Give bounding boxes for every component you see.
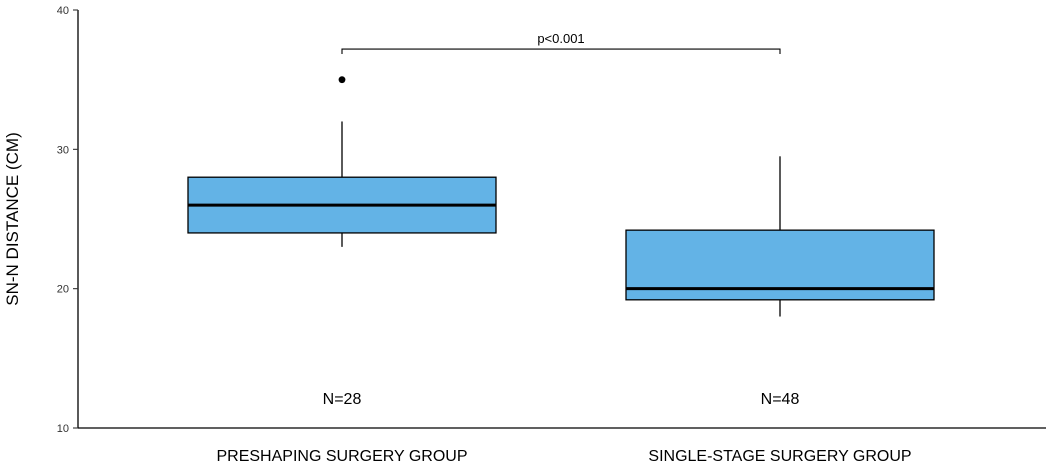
p-value-label: p<0.001 (537, 31, 584, 46)
y-tick-label: 10 (57, 423, 69, 435)
x-category-label: PRESHAPING SURGERY GROUP (216, 448, 467, 465)
y-axis-ticks: 10 20 30 40 (57, 5, 78, 435)
axes (77, 10, 1046, 429)
annotations: p<0.001 (341, 31, 781, 55)
x-category-label: SINGLE-STAGE SURGERY GROUP (648, 448, 911, 465)
bracket-line (341, 48, 781, 55)
n-count-label: N=48 (761, 391, 800, 408)
y-axis-title: SN-N DISTANCE (CM) (3, 132, 22, 305)
n-count-label: N=28 (323, 391, 362, 408)
box-group: N=28 (187, 76, 497, 408)
box-group: N=48 (625, 156, 935, 408)
y-tick-label: 20 (57, 284, 69, 296)
outlier-point (338, 76, 346, 84)
x-axis-labels: PRESHAPING SURGERY GROUP SINGLE-STAGE SUR… (216, 448, 911, 465)
y-tick-label: 40 (57, 5, 69, 17)
significance-bracket: p<0.001 (341, 31, 781, 55)
boxes: N=28 N=48 (187, 76, 935, 408)
y-tick-label: 30 (57, 144, 69, 156)
